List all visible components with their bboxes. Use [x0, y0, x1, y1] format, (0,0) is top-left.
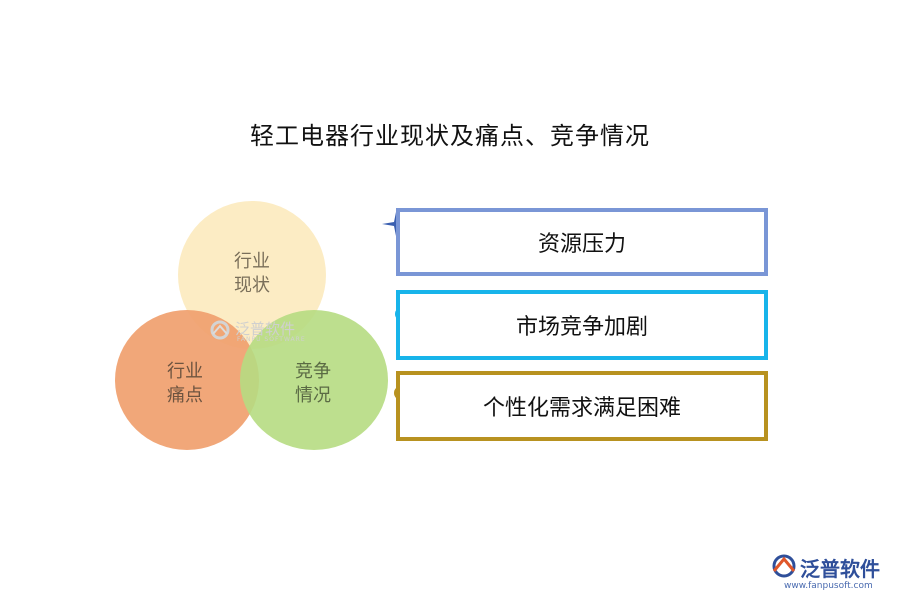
brand-logo-icon: [772, 554, 796, 578]
watermark-sub: FANPU SOFTWARE: [237, 336, 306, 343]
circle-label-line: 现状: [234, 275, 270, 296]
item-box-market-competition: 市场竞争加剧: [396, 290, 768, 360]
circle-label-line: 痛点: [167, 385, 203, 406]
circle-label-line: 行业: [167, 361, 203, 382]
circle-label-industry-status: 行业 现状: [212, 250, 292, 298]
item-label: 个性化需求满足困难: [482, 396, 681, 421]
circle-label-industry-pain: 行业 痛点: [145, 360, 225, 408]
watermark: 泛普软件 FANPU SOFTWARE: [205, 318, 315, 344]
circle-competition: [240, 310, 388, 450]
brand-logo: 泛普软件 www.fanpusoft.com: [770, 553, 894, 593]
circle-label-line: 行业: [234, 251, 270, 272]
watermark-name: 泛普软件: [235, 320, 296, 338]
brand-name: 泛普软件: [800, 557, 880, 581]
circle-label-line: 情况: [295, 385, 331, 406]
circle-label-line: 竞争: [295, 361, 331, 382]
page-title: 轻工电器行业现状及痛点、竞争情况: [250, 122, 650, 150]
item-label: 市场竞争加剧: [515, 315, 648, 340]
circle-label-competition: 竞争 情况: [273, 360, 353, 408]
item-label: 资源压力: [537, 232, 626, 257]
watermark-logo-icon: [210, 320, 230, 340]
item-box-resource-pressure: 资源压力: [396, 208, 768, 276]
circle-industry-pain: [115, 310, 259, 450]
item-box-personalization: 个性化需求满足困难: [396, 371, 768, 441]
brand-url: www.fanpusoft.com: [784, 581, 873, 591]
